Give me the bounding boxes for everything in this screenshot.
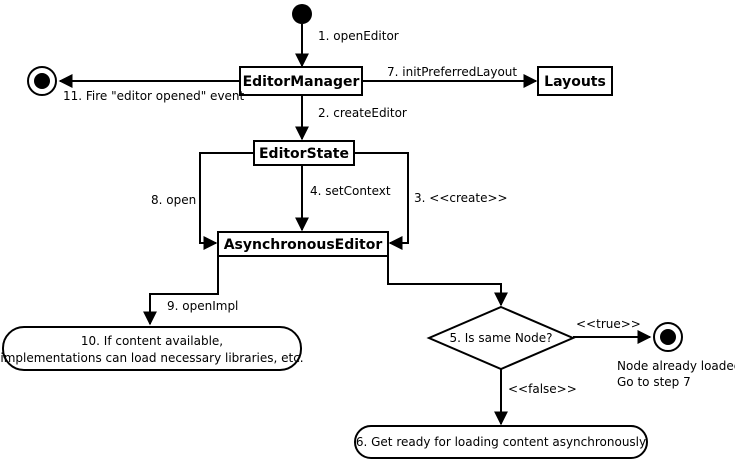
edge-open-impl	[143, 256, 219, 326]
label-init-layout: 7. initPreferredLayout	[387, 65, 517, 79]
layouts-label: Layouts	[544, 74, 606, 90]
edge-open	[199, 152, 254, 250]
label-fire-event: 11. Fire "editor opened" event	[63, 89, 245, 103]
get-ready-label: 6. Get ready for loading content asynchr…	[356, 435, 646, 449]
label-create: 3. <<create>>	[414, 191, 508, 205]
label-create-editor: 2. createEditor	[318, 106, 407, 120]
async-editor-label: AsynchronousEditor	[224, 237, 383, 253]
label-open-editor: 1. openEditor	[318, 29, 399, 43]
end-node-left	[27, 66, 57, 96]
async-editor-box	[217, 231, 389, 257]
editor-state-label: EditorState	[259, 146, 349, 162]
editor-manager-label: EditorManager	[243, 74, 360, 90]
editor-state-box	[253, 140, 355, 166]
end-node-right	[653, 322, 683, 352]
label-set-context: 4. setContext	[310, 184, 391, 198]
load-libraries-line1: 10. If content available,	[81, 334, 223, 348]
layouts-box	[537, 66, 613, 96]
label-false: <<false>>	[508, 382, 577, 396]
label-open-impl: 9. openImpl	[167, 299, 238, 313]
already-loaded-line1: Node already loaded	[617, 359, 735, 373]
already-loaded-line2: Go to step 7	[617, 375, 691, 389]
edge-to-decision	[387, 256, 508, 307]
editor-manager-box	[239, 66, 363, 96]
label-true: <<true>>	[576, 317, 641, 331]
label-open: 8. open	[151, 193, 196, 207]
edge-create	[354, 152, 409, 250]
start-node	[292, 4, 312, 24]
load-libraries-line2: implementations can load necessary libra…	[0, 351, 303, 365]
decision-label: 5. Is same Node?	[449, 331, 552, 345]
decision-diamond	[426, 305, 576, 371]
get-ready-box	[354, 425, 648, 459]
load-libraries-box	[2, 326, 302, 371]
